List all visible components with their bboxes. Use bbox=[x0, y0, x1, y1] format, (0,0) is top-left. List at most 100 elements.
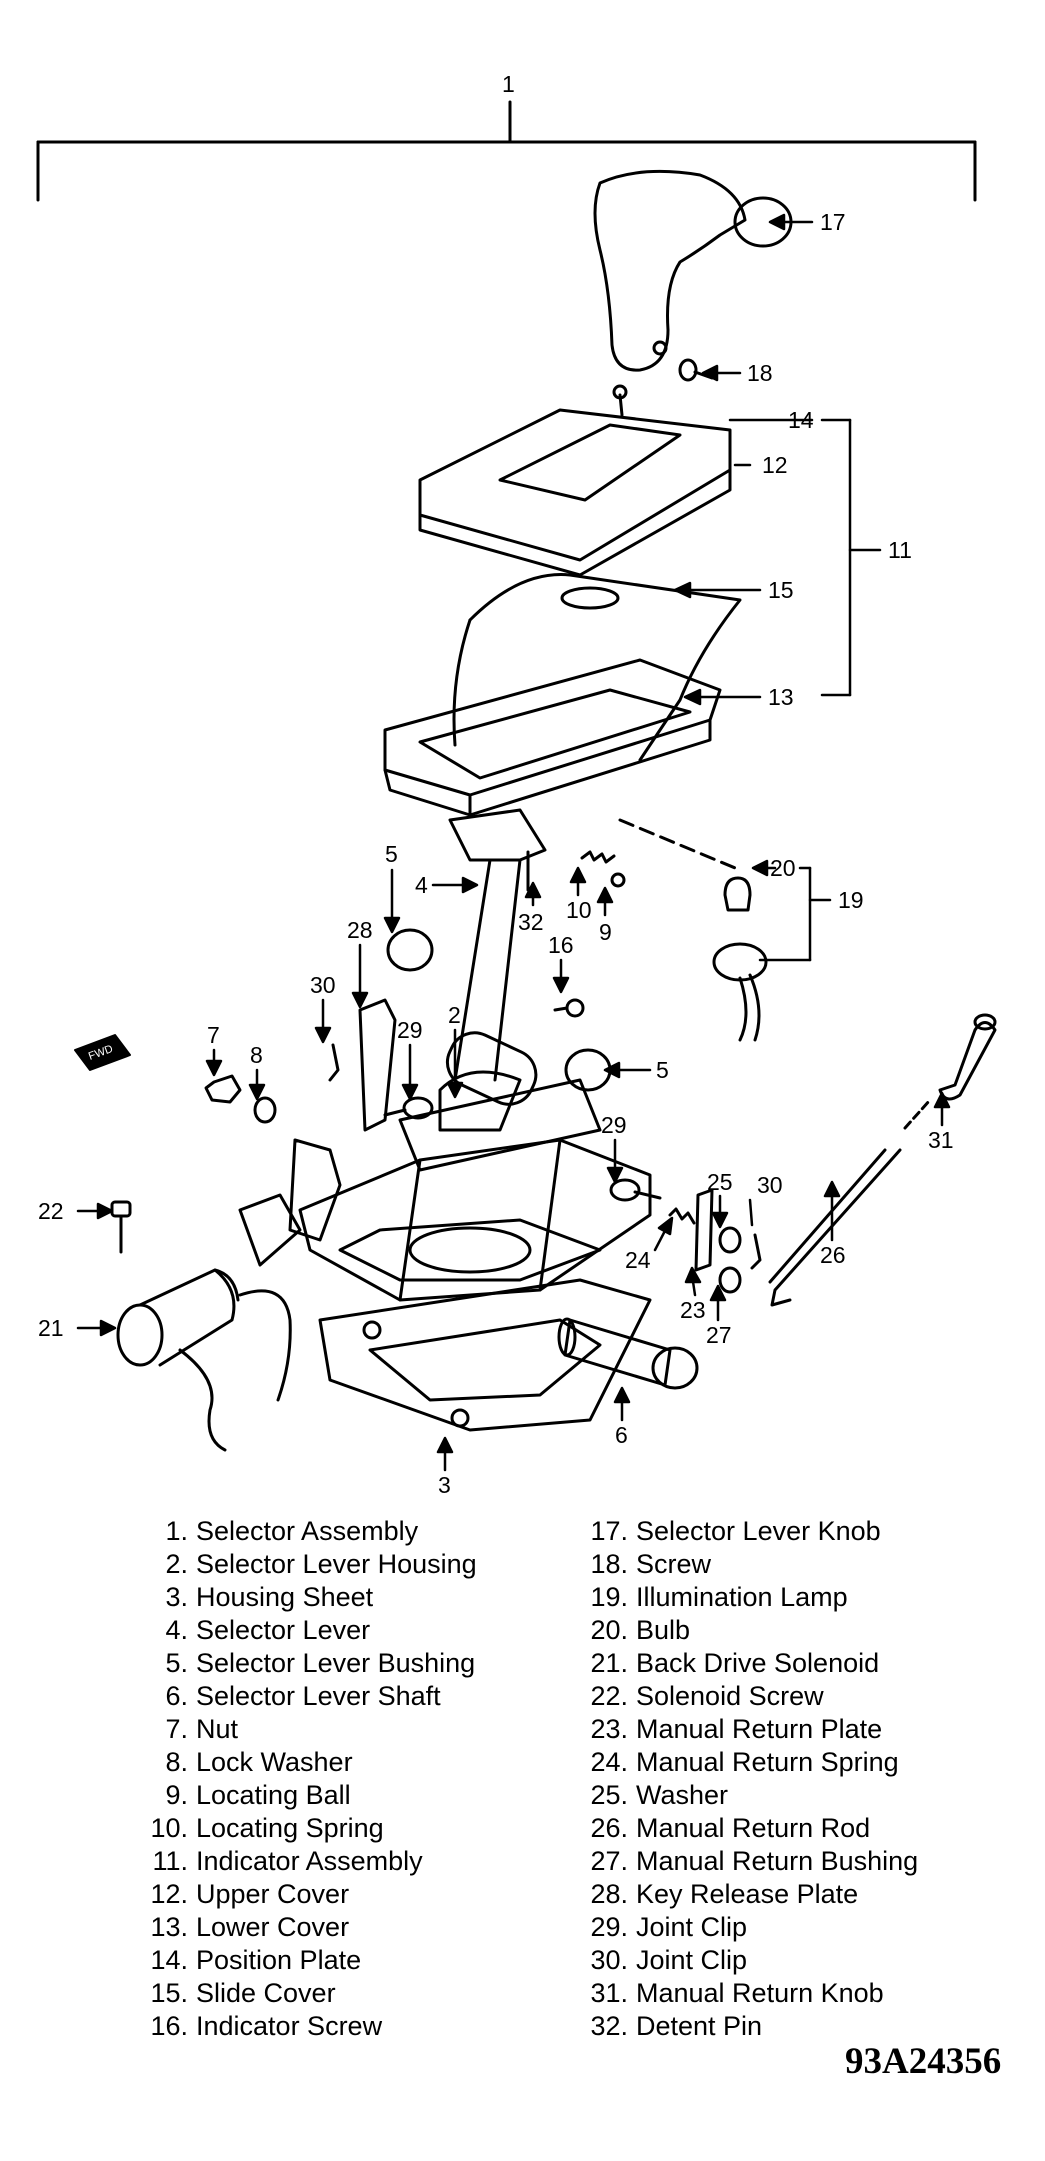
callout-2: 2 bbox=[448, 1002, 461, 1028]
legend-item: 2.Selector Lever Housing bbox=[150, 1548, 570, 1581]
selector-lever-bushing-lower bbox=[564, 1048, 612, 1092]
legend-label: Slide Cover bbox=[196, 1978, 336, 2008]
legend-number: 25. bbox=[590, 1780, 628, 1810]
locating-spring bbox=[580, 850, 616, 864]
legend-item: 29.Joint Clip bbox=[590, 1911, 1030, 1944]
parts-legend-left: 1. Selector Assembly 2.Selector Lever Hou… bbox=[150, 1515, 570, 2043]
legend-number: 23. bbox=[590, 1714, 628, 1744]
callout-25: 25 bbox=[707, 1169, 733, 1195]
callout-28: 28 bbox=[347, 917, 373, 943]
manual-return-spring bbox=[668, 1207, 696, 1225]
legend-item: 30.Joint Clip bbox=[590, 1944, 1030, 1977]
legend-item: 31.Manual Return Knob bbox=[590, 1977, 1030, 2010]
legend-item: 11. Indicator Assembly bbox=[150, 1845, 570, 1878]
legend-number: 3. bbox=[165, 1582, 188, 1612]
callout-17: 17 bbox=[820, 209, 846, 235]
selector-lever-bushing-upper bbox=[386, 928, 434, 972]
legend-number: 1. bbox=[165, 1516, 188, 1546]
joint-clip-upper bbox=[383, 1096, 434, 1120]
legend-item: 24. Manual Return Spring bbox=[590, 1746, 1030, 1779]
legend-item: 1. Selector Assembly bbox=[150, 1515, 570, 1548]
lower-cover bbox=[383, 658, 722, 817]
callout-23: 23 bbox=[680, 1297, 706, 1323]
legend-label: Locating Spring bbox=[196, 1813, 384, 1843]
legend-label: Locating Ball bbox=[196, 1780, 351, 1810]
washer bbox=[718, 1226, 742, 1254]
solenoid-bracket bbox=[238, 1193, 302, 1267]
housing-sheet bbox=[318, 1278, 652, 1432]
legend-label: Lower Cover bbox=[196, 1912, 350, 1942]
callout-26: 26 bbox=[820, 1242, 846, 1268]
callout-leaders bbox=[76, 213, 951, 1472]
callout-20: 20 bbox=[770, 855, 796, 881]
callout-14: 14 bbox=[788, 407, 814, 433]
callout-22: 22 bbox=[38, 1198, 64, 1224]
key-release-plate bbox=[358, 998, 397, 1132]
legend-label: Indicator Assembly bbox=[196, 1846, 423, 1876]
callout-6: 6 bbox=[615, 1422, 628, 1448]
legend-number: 17. bbox=[590, 1516, 628, 1546]
joint-clip-small bbox=[750, 1233, 762, 1270]
manual-return-knob bbox=[938, 1013, 997, 1101]
legend-number: 4. bbox=[165, 1615, 188, 1645]
callout-31: 31 bbox=[928, 1127, 954, 1153]
callout-15: 15 bbox=[768, 577, 794, 603]
legend-item: 8.Lock Washer bbox=[150, 1746, 570, 1779]
callout-4: 4 bbox=[415, 872, 428, 898]
manual-return-plate bbox=[694, 1188, 714, 1272]
callout-12: 12 bbox=[762, 452, 788, 478]
legend-label: Lock Washer bbox=[196, 1747, 353, 1777]
manual-return-rod bbox=[768, 1148, 902, 1307]
legend-number: 13. bbox=[150, 1912, 188, 1942]
lamp-leader-line bbox=[618, 818, 742, 872]
callout-11: 11 bbox=[888, 537, 912, 563]
figure-id: 93A24356 bbox=[845, 2041, 1002, 2082]
legend-item: 19.Illumination Lamp bbox=[590, 1581, 1030, 1614]
legend-number: 21. bbox=[590, 1648, 628, 1678]
legend-item: 16.Indicator Screw bbox=[150, 2010, 570, 2043]
callout-10: 10 bbox=[566, 897, 592, 923]
legend-number: 14. bbox=[150, 1945, 188, 1975]
callout-27: 27 bbox=[706, 1322, 732, 1348]
legend-label: Selector Lever Housing bbox=[196, 1549, 477, 1579]
fwd-direction-arrow: FWD bbox=[74, 1034, 131, 1071]
legend-number: 7. bbox=[165, 1714, 188, 1744]
callout-8: 8 bbox=[250, 1042, 263, 1068]
legend-item: 18.Screw bbox=[590, 1548, 1030, 1581]
callout-29-right: 29 bbox=[601, 1112, 627, 1138]
indicator-screw bbox=[553, 998, 585, 1018]
legend-item: 20.Bulb bbox=[590, 1614, 1030, 1647]
legend-label: Screw bbox=[636, 1549, 712, 1579]
legend-number: 32. bbox=[590, 2011, 628, 2041]
slide-cover bbox=[452, 573, 742, 762]
legend-label: Selector Lever bbox=[196, 1615, 371, 1645]
callout-18: 18 bbox=[747, 360, 773, 386]
legend-label: Manual Return Spring bbox=[636, 1747, 899, 1777]
legend-item: 28.Key Release Plate bbox=[590, 1878, 1030, 1911]
legend-label: Selector Assembly bbox=[196, 1516, 419, 1546]
legend-label: Selector Lever Bushing bbox=[196, 1648, 476, 1678]
legend-item: 15.Slide Cover bbox=[150, 1977, 570, 2010]
legend-label: Selector Lever Knob bbox=[636, 1516, 881, 1546]
assembly-bracket bbox=[36, 100, 977, 202]
legend-number: 24. bbox=[590, 1747, 628, 1777]
legend-number: 5. bbox=[165, 1648, 188, 1678]
selector-lever-knob bbox=[593, 169, 793, 372]
exploded-parts-diagram: 1 bbox=[36, 71, 997, 1498]
parts-legend-right: 17. Selector Lever Knob 18.Screw 19.Illum… bbox=[590, 1515, 1030, 2043]
joint-clip-right bbox=[609, 1178, 662, 1202]
legend-label: Solenoid Screw bbox=[636, 1681, 824, 1711]
legend-number: 30. bbox=[590, 1945, 628, 1975]
callout-16: 16 bbox=[548, 932, 574, 958]
legend-number: 28. bbox=[590, 1879, 628, 1909]
legend-label: Position Plate bbox=[196, 1945, 362, 1975]
locating-ball bbox=[610, 872, 626, 888]
legend-label: Washer bbox=[636, 1780, 729, 1810]
legend-number: 10. bbox=[150, 1813, 188, 1843]
callout-3: 3 bbox=[438, 1472, 451, 1498]
legend-label: Illumination Lamp bbox=[636, 1582, 848, 1612]
legend-number: 11. bbox=[152, 1846, 188, 1876]
legend-number: 16. bbox=[150, 2011, 188, 2041]
selector-lever-shaft bbox=[557, 1317, 699, 1390]
callout-7: 7 bbox=[207, 1022, 220, 1048]
